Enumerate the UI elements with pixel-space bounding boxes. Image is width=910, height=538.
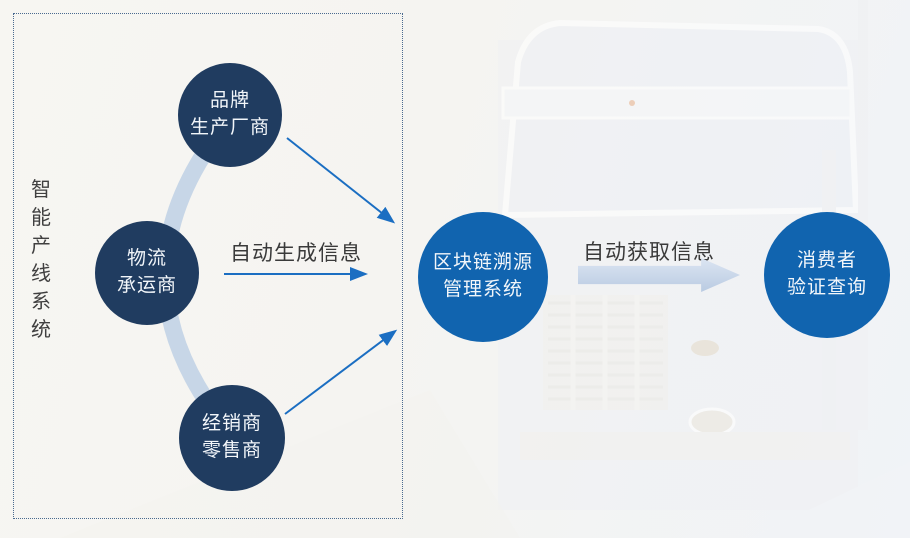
node-logistics-carrier: 物流 承运商 xyxy=(95,221,199,325)
node-label-line: 品牌 xyxy=(209,90,250,112)
node-label-line: 消费者 xyxy=(796,250,857,272)
node-dealer-retailer: 经销商 零售商 xyxy=(179,385,285,491)
label-auto-generate-info: 自动生成信息 xyxy=(230,242,362,265)
arrow-brand-to-blockchain xyxy=(286,137,396,224)
node-blockchain-traceability-system: 区块链溯源 管理系统 xyxy=(418,212,548,342)
node-label-line: 零售商 xyxy=(201,440,262,461)
node-label-line: 验证查询 xyxy=(786,277,867,298)
node-label-line: 物流 xyxy=(126,248,167,270)
node-label-line: 经销商 xyxy=(201,413,262,435)
node-brand-manufacturer: 品牌 生产厂商 xyxy=(178,63,282,167)
node-label-line: 生产厂商 xyxy=(189,117,270,138)
label-auto-fetch-info: 自动获取信息 xyxy=(583,241,715,264)
arrow-dealer-to-blockchain xyxy=(284,329,398,415)
vertical-label-smart-production-line: 智能产线系统 xyxy=(31,179,51,341)
smart-production-line-boundary xyxy=(13,13,403,519)
node-consumer-verification: 消费者 验证查询 xyxy=(764,212,890,338)
node-label-line: 区块链溯源 xyxy=(432,252,533,274)
node-label-line: 承运商 xyxy=(116,275,177,296)
node-label-line: 管理系统 xyxy=(442,279,523,300)
